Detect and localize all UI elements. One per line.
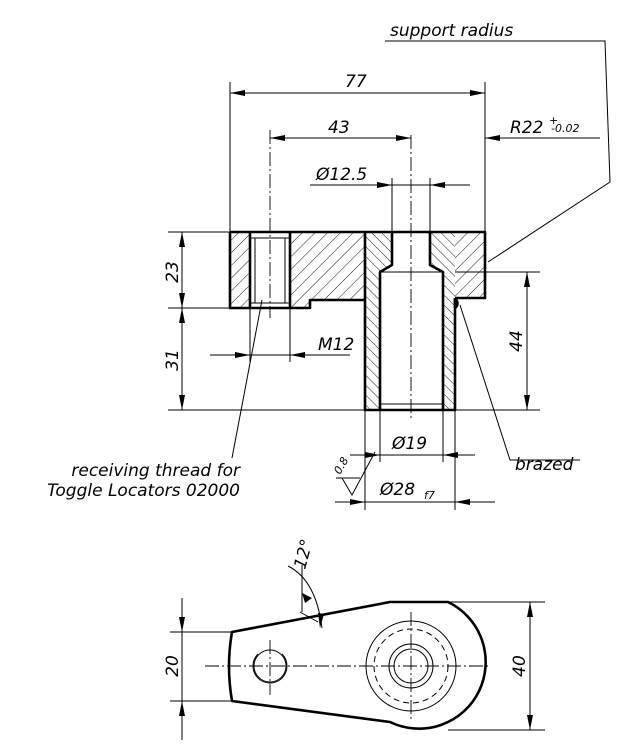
dimension-40: 40 [448,601,545,731]
dimension-dia28: Ø28 f7 [335,410,495,510]
dimension-m12: M12 [210,308,354,362]
dim-dia28-fit: f7 [424,489,435,502]
dim-40-text: 40 [510,655,530,677]
threaded-hole-outline [248,232,292,308]
thread-label-line2: Toggle Locators 02000 [47,481,240,501]
dim-r22-text: R22 [510,118,543,138]
arm-hatch-middle [290,232,365,308]
dimension-20: 20 [163,598,232,740]
thread-label-line1: receiving thread for [71,461,241,481]
dim-44-text: 44 [507,330,527,352]
arm-hatch-right [455,232,485,298]
dim-31-text: 31 [163,349,183,371]
surface-finish-symbol: 0.8 [331,451,376,497]
dim-23-text: 23 [163,261,183,283]
dim-dia12-5-text: Ø12.5 [315,165,367,185]
brazed-leader: brazed [459,304,580,475]
sleeve-outline [363,232,457,412]
dim-77-text: 77 [345,72,367,92]
dimension-dia12-5: Ø12.5 [310,165,470,232]
angle-12-text: 12° [291,537,318,571]
bore-outline [378,232,445,410]
thread-leader: receiving thread for Toggle Locators 020… [47,299,263,501]
dim-43-text: 43 [328,118,350,138]
dimension-43: 43 [270,118,411,141]
top-view-outline [227,600,487,730]
section-view [228,130,487,420]
arm-hatch-left [230,232,250,308]
dim-dia28-text: Ø28 [379,480,415,500]
dimension-23: 23 [163,231,230,309]
dimension-31: 31 [163,308,365,411]
dimension-44: 44 [455,271,540,411]
support-radius-label: support radius [390,21,513,41]
dim-m12-text: M12 [318,335,354,355]
support-radius-leader: support radius [385,21,611,263]
dim-20-text: 20 [163,655,183,677]
top-view: 12° [205,537,490,730]
sleeve-hatch-right [430,232,455,410]
dim-r22-tol-lower: -0.02 [551,122,579,135]
surface-finish-text: 0.8 [331,455,351,477]
dimension-r22: R22 + -0.02 [485,114,600,141]
dimension-77: 77 [229,72,486,232]
brazed-label: brazed [515,455,574,475]
sleeve-hatch-left [365,232,392,410]
dim-r22-tol-upper: + [549,114,558,127]
dim-dia19-text: Ø19 [391,434,427,454]
dimension-dia19: Ø19 [350,410,475,462]
